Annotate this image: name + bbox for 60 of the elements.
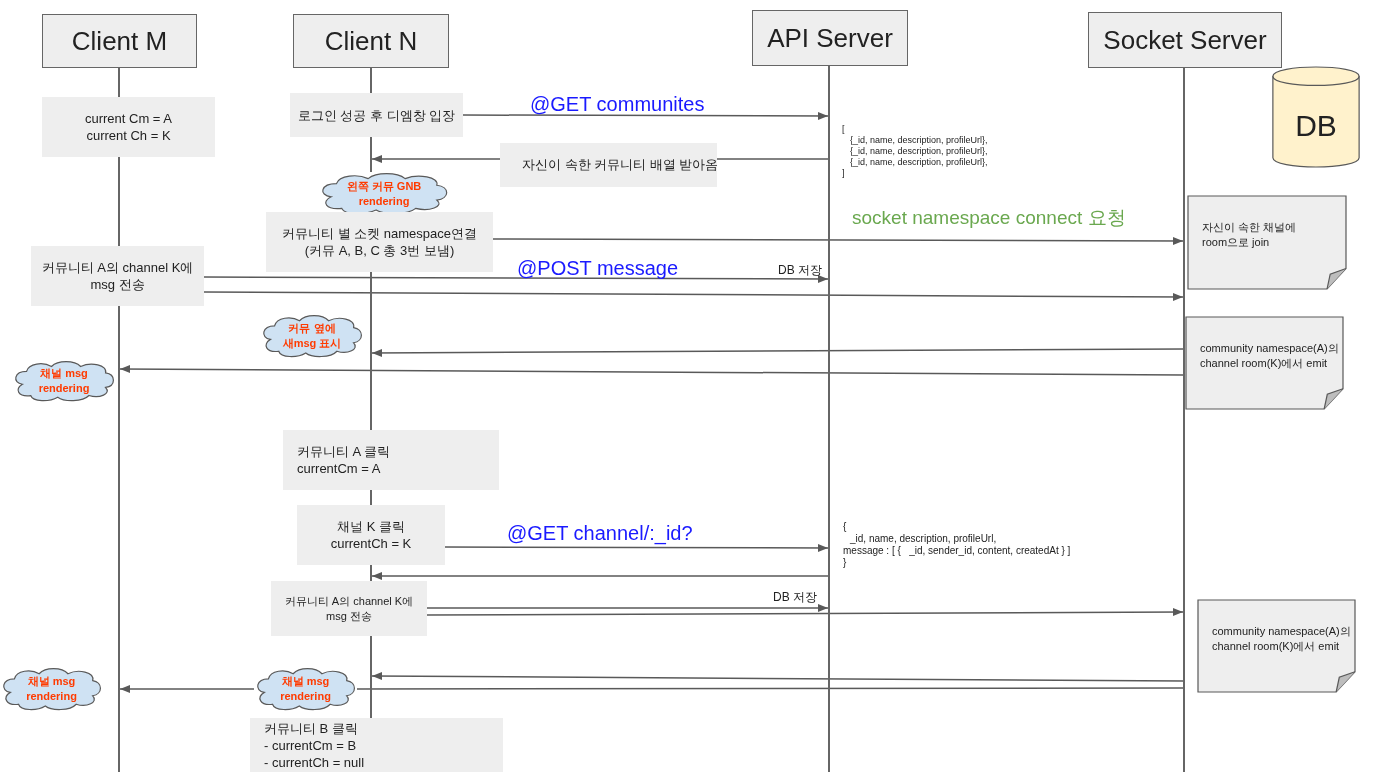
- lifeline: [370, 490, 372, 505]
- lifeline: [370, 68, 372, 93]
- code-text: _id, name, description, profileUrl,: [850, 533, 997, 544]
- participant-box: API Server: [752, 10, 908, 66]
- step-box: 커뮤니티 A 클릭 currentCm = A: [283, 430, 499, 490]
- note-text: DB 저장: [773, 589, 817, 606]
- arrow: [492, 236, 1184, 245]
- edge-label: @GET communites: [530, 93, 705, 116]
- lifeline: [370, 137, 372, 172]
- edge-label: socket namespace connect 요청: [852, 206, 1126, 230]
- code-text: }: [843, 557, 847, 568]
- database-cylinder: DB: [1272, 66, 1360, 168]
- step-box: 커뮤니티 별 소켓 namespace연결 (커뮤 A, B, C 총 3번 보냄): [266, 212, 493, 272]
- step-box: 커뮤니티 A의 channel K에 msg 전송: [271, 581, 427, 636]
- code-text: {_id, name, description, profileUrl},: [850, 157, 988, 167]
- lifeline: [828, 66, 830, 772]
- arrow: [444, 543, 829, 552]
- cloud-callout: 채널 msg rendering: [0, 667, 103, 711]
- participant-box: Client N: [293, 14, 449, 68]
- lifeline: [370, 272, 372, 430]
- code-text: {: [843, 521, 847, 532]
- note-text: DB 저장: [778, 262, 822, 279]
- arrow: [426, 608, 1184, 617]
- participant-box: Client M: [42, 14, 197, 68]
- lifeline: [118, 306, 120, 772]
- lifeline: [370, 565, 372, 581]
- arrow: [462, 111, 829, 120]
- arrow: [119, 365, 1184, 376]
- connector-line: [356, 687, 1184, 690]
- code-text: ]: [842, 168, 845, 178]
- step-box: 커뮤니티 A의 channel K에 msg 전송: [31, 246, 204, 306]
- arrow: [371, 348, 1184, 357]
- lifeline: [118, 68, 120, 97]
- code-text: {_id, name, description, profileUrl},: [850, 135, 988, 145]
- arrow: [371, 572, 829, 580]
- step-box: 채널 K 클릭 currentCh = K: [297, 505, 445, 565]
- note-card: community namespace(A)의 channel room(K)에서 emit: [1198, 600, 1355, 692]
- lifeline: [118, 157, 120, 246]
- arrow: [426, 604, 829, 612]
- participant-box: Socket Server: [1088, 12, 1282, 68]
- arrow: [203, 291, 1184, 301]
- step-box: 로그인 성공 후 디엠창 입장: [290, 93, 463, 137]
- code-text: {_id, name, description, profileUrl},: [850, 146, 988, 156]
- edge-label: @GET channel/:_id?: [507, 522, 693, 545]
- edge-label: @POST message: [517, 257, 679, 280]
- code-text: message : [ { _id, sender_id, content, createdAt } ]: [843, 545, 1071, 556]
- arrow: [119, 685, 255, 693]
- note-card: 자신이 속한 채널에 room으로 join: [1188, 196, 1346, 289]
- arrow: [371, 672, 1184, 682]
- lifeline: [1183, 68, 1185, 772]
- cloud-callout: 채널 msg rendering: [254, 667, 357, 711]
- note-card: community namespace(A)의 channel room(K)에서 emit: [1186, 317, 1343, 409]
- edge-label: 자신이 속한 커뮤니티 배열 받아옴: [500, 143, 717, 187]
- lifeline: [370, 636, 372, 718]
- cloud-callout: 채널 msg rendering: [12, 360, 116, 402]
- step-box: current Cm = A current Ch = K: [42, 97, 215, 157]
- cloud-callout: 커뮤 옆에 새msg 표시: [260, 314, 364, 358]
- arrow: [203, 274, 829, 283]
- step-box: 커뮤니티 B 클릭 - currentCm = B - currentCh = null: [250, 718, 503, 772]
- code-text: [: [842, 124, 845, 134]
